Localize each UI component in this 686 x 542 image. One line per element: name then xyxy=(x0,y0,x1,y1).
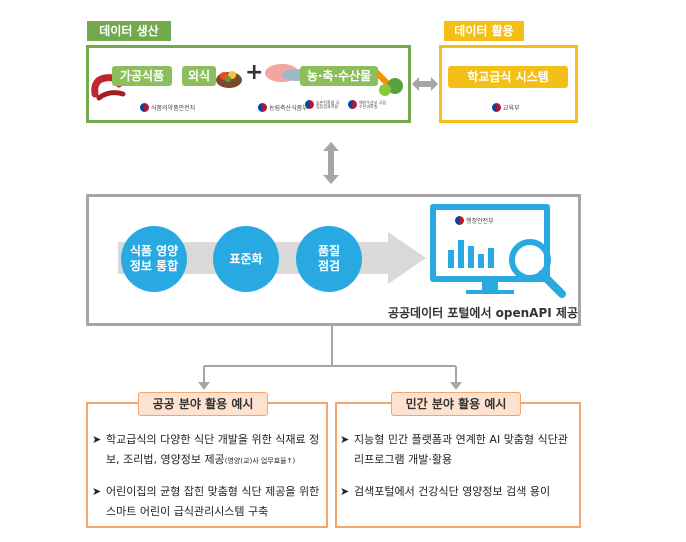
item-text: 지능형 민간 플랫폼과 연계한 AI 맞춤형 식단관리프로그램 개발·활용 xyxy=(354,433,568,466)
org-label: 해양수산부 국립수산과학원 xyxy=(359,99,387,109)
production-box xyxy=(86,45,411,123)
production-tag: 데이터 생산 xyxy=(87,21,171,41)
public-use-title: 공공 분야 활용 예시 xyxy=(138,392,268,416)
private-use-item: ➤ 검색포털에서 건강식단 영양정보 검색 용이 xyxy=(340,482,576,502)
bullet-arrow-icon: ➤ xyxy=(92,485,102,498)
government-logo-icon xyxy=(140,103,149,112)
vegetables-icon xyxy=(373,69,403,96)
step-quality-check: 품질 점검 xyxy=(296,226,362,292)
school-meal-label: 학교급식 시스템 xyxy=(448,66,568,88)
org-mois: 행정안전부 xyxy=(455,216,494,225)
public-use-item: ➤ 어린이집의 균형 잡힌 맞춤형 식단 제공을 위한 스마트 어린이 급식관리… xyxy=(92,482,324,522)
process-box xyxy=(86,194,581,326)
government-logo-icon xyxy=(258,103,267,112)
org-label: 농림축산식품부 xyxy=(269,105,308,112)
bidirectional-arrow-icon xyxy=(412,77,438,91)
data-portal-monitor-icon xyxy=(430,204,566,298)
step-integration: 식품 영양정보 통합 xyxy=(121,226,187,292)
org-label: 식품의약품안전처 xyxy=(151,105,196,112)
org-mfds: 식품의약품안전처 xyxy=(140,103,195,112)
bullet-arrow-icon: ➤ xyxy=(340,433,350,446)
private-use-item: ➤ 지능형 민간 플랫폼과 연계한 AI 맞춤형 식단관리프로그램 개발·활용 xyxy=(340,430,576,470)
item-text: 검색포털에서 건강식단 영양정보 검색 용이 xyxy=(354,485,551,498)
plus-sign: + xyxy=(245,60,264,85)
usage-tag: 데이터 활용 xyxy=(444,21,524,41)
government-logo-icon xyxy=(348,100,357,109)
org-mafra: 농림축산식품부 xyxy=(258,103,308,112)
government-logo-icon xyxy=(455,216,464,225)
processed-food-label: 가공식품 xyxy=(112,66,172,86)
agri-products-label: 농·축·수산물 xyxy=(300,66,378,86)
government-logo-icon xyxy=(305,100,314,109)
item-text: 학교급식의 다양한 식단 개발을 위한 식재료 정보, 조리법, 영양정보 제공 xyxy=(106,433,320,466)
bullet-arrow-icon: ➤ xyxy=(92,433,102,446)
bibimbap-icon xyxy=(216,71,242,88)
government-logo-icon xyxy=(492,103,501,112)
org-label: 교육부 xyxy=(503,105,520,112)
item-note: (영양(교)사 업무효율↑) xyxy=(224,457,296,465)
private-use-title: 민간 분야 활용 예시 xyxy=(391,392,521,416)
step-label: 품질 점검 xyxy=(317,244,341,273)
org-mof: 해양수산부 국립수산과학원 xyxy=(348,100,387,109)
step-standardization: 표준화 xyxy=(213,226,279,292)
org-moe: 교육부 xyxy=(492,103,520,112)
org-rda: 농촌진흥청 국립농업과학원 xyxy=(305,100,342,109)
step-label: 표준화 xyxy=(229,251,263,266)
public-use-item: ➤ 학교급식의 다양한 식단 개발을 위한 식재료 정보, 조리법, 영양정보 … xyxy=(92,430,324,471)
org-label: 농촌진흥청 국립농업과학원 xyxy=(316,99,340,109)
eating-out-label: 외식 xyxy=(182,66,216,86)
usage-box xyxy=(439,45,578,123)
bullet-arrow-icon: ➤ xyxy=(340,485,350,498)
branch-connector xyxy=(198,326,462,390)
step-label: 식품 영양정보 통합 xyxy=(129,244,179,273)
portal-caption: 공공데이터 포털에서 openAPI 제공 xyxy=(387,306,578,320)
org-label: 행정안전부 xyxy=(466,218,494,225)
vertical-bidirectional-arrow-icon xyxy=(323,142,339,184)
item-text: 어린이집의 균형 잡힌 맞춤형 식단 제공을 위한 스마트 어린이 급식관리시스… xyxy=(106,485,320,518)
